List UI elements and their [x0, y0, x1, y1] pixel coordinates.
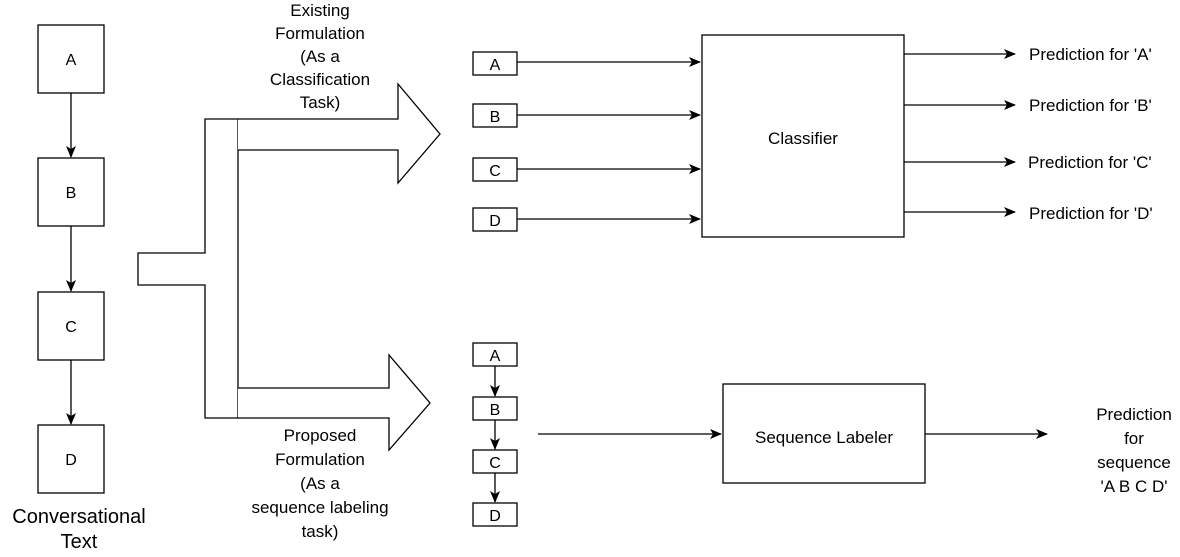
- proposed-caption-line1: Proposed: [284, 426, 357, 445]
- prediction-c-label: Prediction for 'C': [1028, 153, 1152, 172]
- proposed-input-c-label: C: [489, 455, 501, 472]
- conversational-text-caption-line1: Conversational: [12, 506, 145, 528]
- prediction-d-label: Prediction for 'D': [1029, 204, 1153, 223]
- proposed-input-d-label: D: [489, 508, 501, 525]
- existing-input-c-label: C: [489, 163, 501, 180]
- proposed-sequence: A B C D: [472, 342, 518, 527]
- existing-input-b-label: B: [490, 109, 501, 126]
- existing-input-a-label: A: [490, 57, 501, 74]
- left-node-b-label: B: [66, 185, 77, 202]
- left-node-a-box: [37, 24, 105, 94]
- left-node-c-box: [37, 291, 105, 361]
- classifier-label: Classifier: [768, 129, 838, 148]
- proposed-big-arrow: [238, 353, 431, 452]
- existing-caption-line2: Formulation: [275, 24, 365, 43]
- split-bracket-shape: [137, 118, 239, 419]
- existing-predictions: Prediction for 'A' Prediction for 'B' Pr…: [904, 45, 1153, 223]
- left-node-a-label: A: [66, 52, 77, 69]
- prediction-a-label: Prediction for 'A': [1029, 45, 1152, 64]
- sequence-labeler-box: [722, 383, 926, 484]
- sequence-prediction-line3: sequence: [1097, 453, 1171, 472]
- sequence-prediction: Prediction for sequence 'A B C D': [1096, 405, 1172, 496]
- proposed-caption: Proposed Formulation (As a sequence labe…: [251, 426, 388, 541]
- proposed-input-d-box: [472, 502, 518, 527]
- existing-inputs: A B C D: [472, 51, 701, 232]
- existing-caption-line1: Existing: [290, 1, 350, 20]
- existing-caption-line5: Task): [300, 93, 341, 112]
- existing-caption-line3: (As a: [300, 47, 340, 66]
- split-bracket: [137, 118, 239, 419]
- existing-big-arrow: [238, 82, 441, 185]
- prediction-b-label: Prediction for 'B': [1029, 96, 1152, 115]
- left-chain: A B C D Conversational Text: [12, 24, 146, 553]
- sequence-labeler-label: Sequence Labeler: [755, 428, 893, 447]
- existing-input-a-box: [472, 51, 518, 76]
- proposed-caption-line5: task): [302, 522, 339, 541]
- sequence-prediction-line4: 'A B C D': [1101, 477, 1168, 496]
- proposed-input-b-label: B: [490, 402, 501, 419]
- existing-input-d-label: D: [489, 213, 501, 230]
- left-node-c-label: C: [65, 319, 77, 336]
- proposed-caption-line4: sequence labeling: [251, 498, 388, 517]
- proposed-caption-line3: (As a: [300, 474, 340, 493]
- existing-caption-line4: Classification: [270, 70, 370, 89]
- left-node-b-box: [37, 157, 105, 227]
- sequence-prediction-line1: Prediction: [1096, 405, 1172, 424]
- left-node-d-label: D: [65, 452, 77, 469]
- classifier-box: [701, 34, 905, 238]
- proposed-input-a-label: A: [490, 348, 501, 365]
- conversational-text-caption-line2: Text: [61, 531, 98, 552]
- proposed-caption-line2: Formulation: [275, 450, 365, 469]
- sequence-prediction-line2: for: [1124, 429, 1144, 448]
- left-node-d-box: [37, 424, 105, 494]
- existing-caption: Existing Formulation (As a Classificatio…: [270, 1, 370, 112]
